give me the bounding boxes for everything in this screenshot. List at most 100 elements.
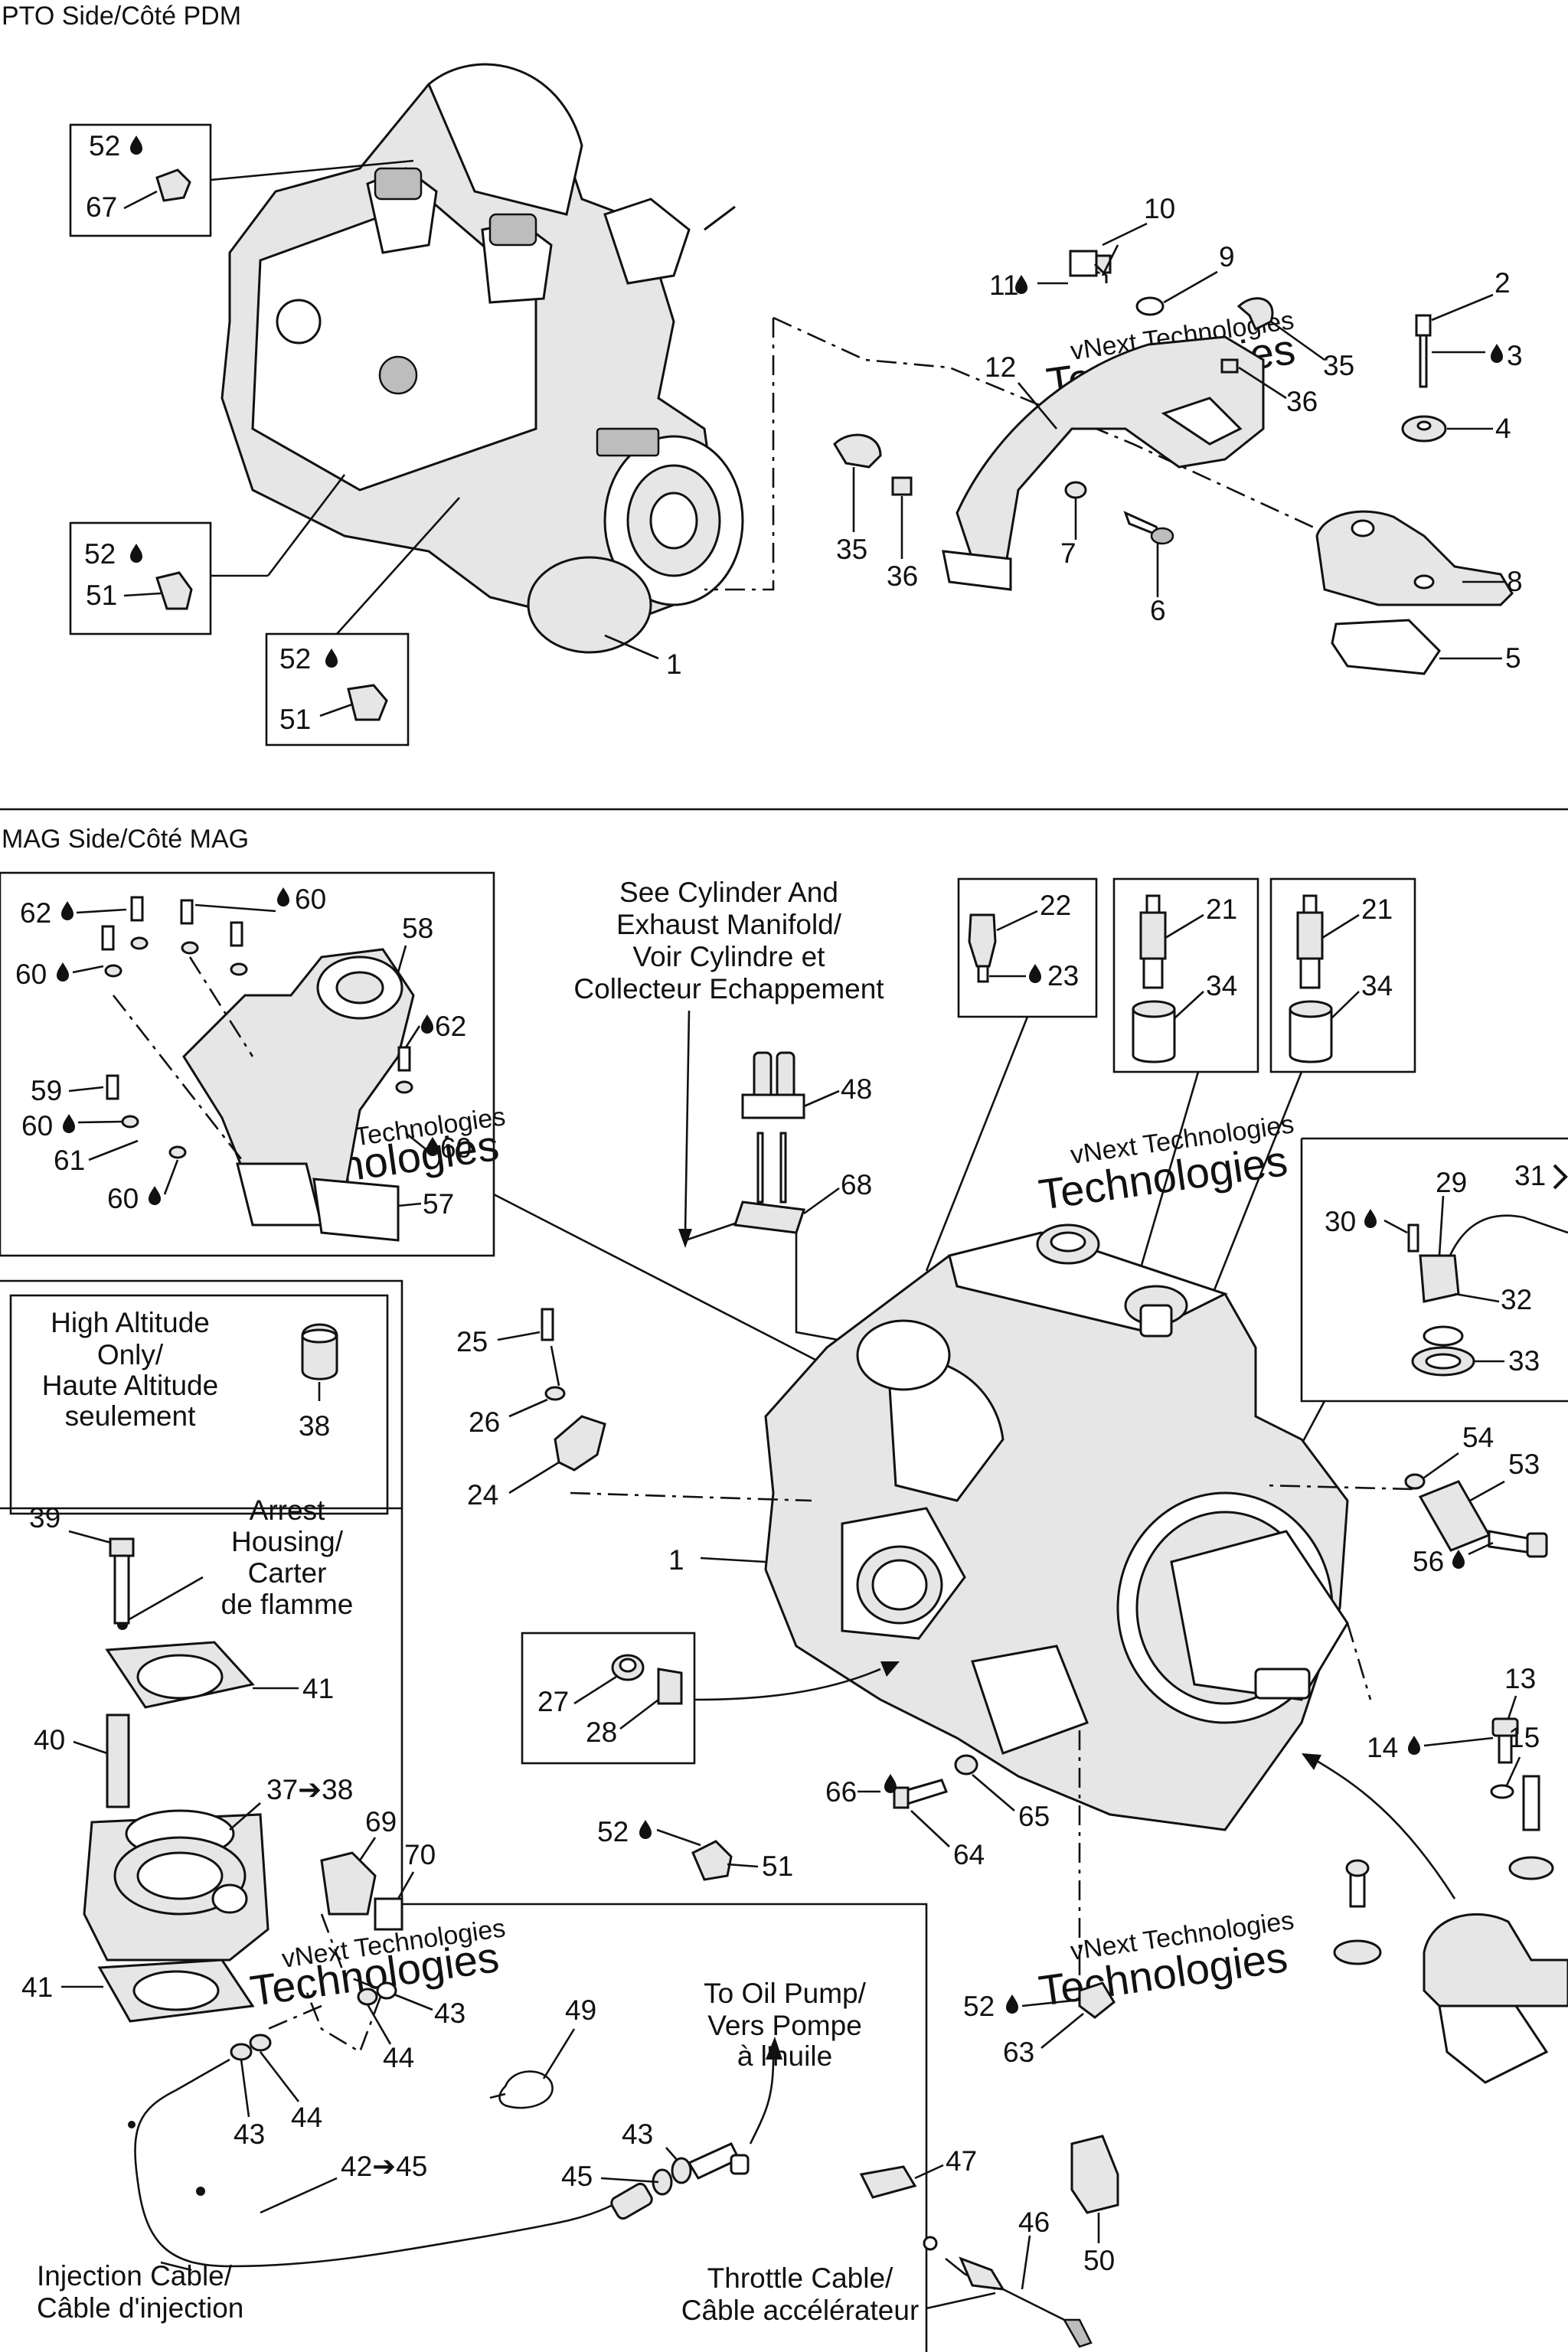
leader-line xyxy=(803,1187,840,1215)
engine-support-bracket xyxy=(942,335,1265,591)
part-shape xyxy=(1416,420,1432,431)
cable-tie-49 xyxy=(498,2070,554,2109)
callout-1: 1 xyxy=(668,1544,684,1576)
part-shape xyxy=(276,299,322,345)
leader-line xyxy=(397,1871,415,1900)
engine-assembly-mag xyxy=(764,1223,1349,1831)
part-shape xyxy=(236,1162,323,1227)
part-shape xyxy=(121,1115,139,1129)
exhaust-manifold-box xyxy=(0,871,495,1257)
leader-line xyxy=(397,1202,422,1207)
leader-line xyxy=(508,1461,560,1494)
leader-line xyxy=(88,1139,139,1161)
callout-40: 40 xyxy=(34,1724,65,1756)
exhaust-manifold-part xyxy=(182,948,415,1242)
part-shape xyxy=(230,921,243,947)
callout-69: 69 xyxy=(365,1806,397,1838)
callout-11: 11 xyxy=(989,270,1018,301)
part-shape xyxy=(1553,1164,1568,1190)
callout-2: 2 xyxy=(1494,267,1511,299)
callout-26: 26 xyxy=(469,1406,500,1438)
spacer-53 xyxy=(1418,1480,1491,1552)
part-shape xyxy=(488,213,537,247)
leader-line xyxy=(160,2261,192,2272)
part-shape xyxy=(880,1661,900,1677)
label-text: Vers Pompe xyxy=(707,2010,862,2041)
leader-line xyxy=(727,1863,759,1868)
callout-52: 52 xyxy=(84,538,116,570)
leader-line xyxy=(1431,293,1494,322)
part-shape xyxy=(106,1074,119,1100)
callout-31: 31 xyxy=(1514,1160,1546,1191)
part-shape xyxy=(312,1178,400,1242)
part-shape xyxy=(856,1319,951,1391)
label-text: Carter xyxy=(248,1557,327,1589)
callout-60: 60 xyxy=(440,1132,472,1164)
leader-line xyxy=(600,2177,659,2184)
part-shape xyxy=(335,971,384,1004)
leader-dashed xyxy=(112,995,247,1165)
leader-dashed xyxy=(188,956,254,1057)
callout-33: 33 xyxy=(1508,1345,1540,1377)
callout-56: 56 xyxy=(1413,1546,1444,1577)
callout-57: 57 xyxy=(423,1188,454,1220)
callout-4: 4 xyxy=(1495,413,1511,444)
part-shape xyxy=(104,964,122,978)
callout-44: 44 xyxy=(383,2042,414,2073)
part-shape xyxy=(859,2165,917,2199)
lubricant-drop-icon xyxy=(149,1186,161,1205)
leader-line xyxy=(803,1089,840,1108)
part-shape xyxy=(1407,1223,1419,1253)
part-shape xyxy=(1289,1000,1333,1018)
leader-line xyxy=(405,1132,426,1150)
part-shape xyxy=(1145,894,1161,914)
part-shape xyxy=(893,1786,910,1809)
callout-42-45: 42➔45 xyxy=(341,2151,427,2182)
leader-dashed xyxy=(570,1491,812,1502)
part-shape xyxy=(1050,1231,1086,1253)
callout-43: 43 xyxy=(622,2118,653,2150)
part-shape xyxy=(136,1654,224,1700)
leader-line xyxy=(1040,2012,1084,2050)
label-text: Throttle Cable/ xyxy=(707,2262,893,2294)
callout-21: 21 xyxy=(1206,893,1237,925)
callout-34: 34 xyxy=(1206,970,1237,1001)
lubricant-drop-icon xyxy=(57,962,69,982)
lever-69 xyxy=(320,1851,377,1916)
label-text: Injection Cable/ xyxy=(37,2260,233,2292)
screw-2 xyxy=(1415,314,1432,337)
injector-rails-48 xyxy=(741,1051,805,1119)
callout-60: 60 xyxy=(295,884,326,915)
part-shape xyxy=(136,1851,224,1900)
leader-line xyxy=(1331,991,1360,1019)
section-title-mag: MAG Side/Côté MAG xyxy=(2,825,249,854)
part-shape xyxy=(1438,2004,1549,2084)
callout-61: 61 xyxy=(54,1145,85,1176)
part-shape xyxy=(397,1046,411,1072)
part-shape xyxy=(779,1132,787,1204)
part-shape xyxy=(155,571,193,610)
part-shape xyxy=(376,1981,397,2000)
label-text: High Altitude xyxy=(51,1307,210,1338)
leader-line xyxy=(542,2028,576,2079)
leader-line xyxy=(1018,382,1057,430)
callout-12: 12 xyxy=(985,351,1016,383)
part-shape xyxy=(1139,911,1167,960)
leader-line xyxy=(1423,1736,1494,1747)
part-shape xyxy=(1333,1939,1382,1965)
washer-9 xyxy=(1135,296,1165,316)
group-box xyxy=(69,521,212,635)
fitting-51 xyxy=(691,1840,733,1881)
leader-line xyxy=(72,965,104,974)
leader-line xyxy=(123,592,162,597)
leader-dashed xyxy=(1346,1622,1372,1700)
part-shape xyxy=(1142,957,1164,989)
leader-line xyxy=(1270,320,1325,361)
leader-line xyxy=(394,1993,433,2011)
leader-line xyxy=(1316,1759,1456,1900)
clip-70 xyxy=(374,1897,403,1931)
part-shape xyxy=(776,1051,795,1100)
callout-36: 36 xyxy=(887,560,918,592)
leader-line xyxy=(700,1557,766,1563)
part-shape xyxy=(301,1328,338,1344)
